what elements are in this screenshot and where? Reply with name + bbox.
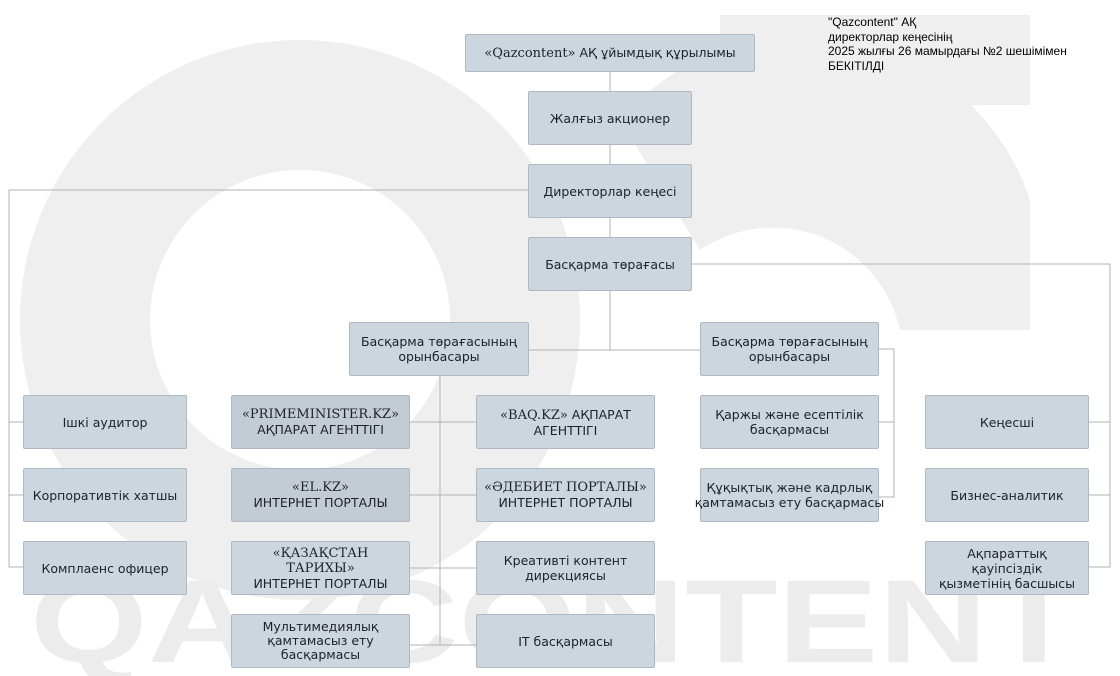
node-label-line: басқармасы [280,647,361,662]
node-label-line: Басқарма төрағасының [361,334,517,349]
node-label-line: Құқықтық және кадрлық [706,480,873,495]
node-information-security-head: Ақпараттық қауіпсіздік қызметінің басшыс… [925,541,1089,595]
node-baqkz-agency: «BAQ.KZ» АҚПАРАТ АГЕНТТІГІ [476,395,655,449]
node-brand: «ӘДЕБИЕТ ПОРТАЛЫ» [484,480,647,495]
title-brand: «Qazcontent» [484,46,576,61]
node-internal-auditor: Ішкі аудитор [23,395,187,449]
node-brand: «PRIMEMINISTER.KZ» [241,407,400,422]
node-label: Корпоративтік хатшы [32,487,178,503]
approval-note: "Qazcontent" АҚ директорлар кеңесінің 20… [828,15,1067,73]
node-board-chairman: Басқарма төрағасы [528,237,692,291]
node-compliance-officer: Комплаенс офицер [23,541,187,595]
node-elkz-portal: «EL.KZ» ИНТЕРНЕТ ПОРТАЛЫ [231,468,410,522]
approval-line-1: "Qazcontent" АҚ [828,15,917,29]
approval-line-3: 2025 жылғы 26 мамырдағы №2 шешімімен [828,44,1067,58]
node-label-line: қамтамасыз ету [267,633,374,648]
node-label: Ішкі аудитор [62,414,148,430]
node-label-line: басқармасы [749,422,830,437]
title-text: АҚ ұйымдық құрылымы [575,45,736,60]
node-business-analyst: Бизнес-аналитик [925,468,1089,522]
node-label-line: Басқарма төрағасының [711,334,868,349]
node-finance-reporting-department: Қаржы және есептілік басқармасы [700,395,879,449]
node-it-department: IT басқармасы [476,614,655,668]
node-deputy-chairman-right: Басқарма төрағасының орынбасары [700,322,879,376]
node-label-line: Мультимедиялық [262,619,379,634]
node-deputy-chairman-left: Басқарма төрағасының орынбасары [349,322,529,376]
node-label-line: қызметінің басшысы [938,575,1076,591]
node-label: Бизнес-аналитик [950,487,1064,503]
node-label-line: АГЕНТТІГІ [533,422,598,438]
node-label-line: қамтамасыз ету басқармасы [694,495,885,510]
node-brand: «ҚАЗАҚСТАН ТАРИХЫ» [272,545,369,576]
approval-line-4: БЕКІТІЛДІ [828,58,885,73]
chart-title-box: «Qazcontent» АҚ ұйымдық құрылымы [465,34,755,72]
node-kazakhstan-history-portal: «ҚАЗАҚСТАН ТАРИХЫ» ИНТЕРНЕТ ПОРТАЛЫ [231,541,410,595]
node-label-line: орынбасары [398,349,480,364]
node-sole-shareholder: Жалғыз акционер [528,91,692,145]
node-label: Комплаенс офицер [41,560,169,576]
node-primeminister-agency: «PRIMEMINISTER.KZ» АҚПАРАТ АГЕНТТІГІ [231,395,410,449]
node-label: Кеңесші [979,414,1035,430]
node-label-line: ИНТЕРНЕТ ПОРТАЛЫ [253,495,388,510]
node-brand: «BAQ.KZ» [500,407,568,423]
node-label-line: орынбасары [748,349,831,364]
node-label-line: Ақпараттық қауіпсіздік [967,545,1047,576]
approval-line-2: директорлар кеңесінің [828,29,953,44]
node-label: Директорлар кеңесі [543,183,677,199]
node-brand: «EL.KZ» [292,480,349,495]
node-label: IT басқармасы [518,633,613,649]
node-label-line: дирекциясы [525,568,606,583]
node-literature-portal: «ӘДЕБИЕТ ПОРТАЛЫ» ИНТЕРНЕТ ПОРТАЛЫ [476,468,655,522]
node-label-line: ИНТЕРНЕТ ПОРТАЛЫ [498,495,633,510]
node-label-line: АҚПАРАТ АГЕНТТІГІ [257,422,384,437]
node-legal-hr-department: Құқықтық және кадрлық қамтамасыз ету бас… [695,468,884,522]
node-label-tail: АҚПАРАТ [567,406,631,422]
node-corporate-secretary: Корпоративтік хатшы [23,468,187,522]
node-label-line: Креативті контент [503,553,628,568]
node-multimedia-department: Мультимедиялық қамтамасыз ету басқармасы [231,614,410,668]
node-label-line: ИНТЕРНЕТ ПОРТАЛЫ [253,575,388,591]
node-label-line: Қаржы және есептілік [715,407,864,422]
node-advisor: Кеңесші [925,395,1089,449]
node-creative-content-directorate: Креативті контент дирекциясы [476,541,655,595]
node-label: Жалғыз акционер [549,110,671,126]
node-board-of-directors: Директорлар кеңесі [528,164,692,218]
node-label: Басқарма төрағасы [545,256,675,272]
